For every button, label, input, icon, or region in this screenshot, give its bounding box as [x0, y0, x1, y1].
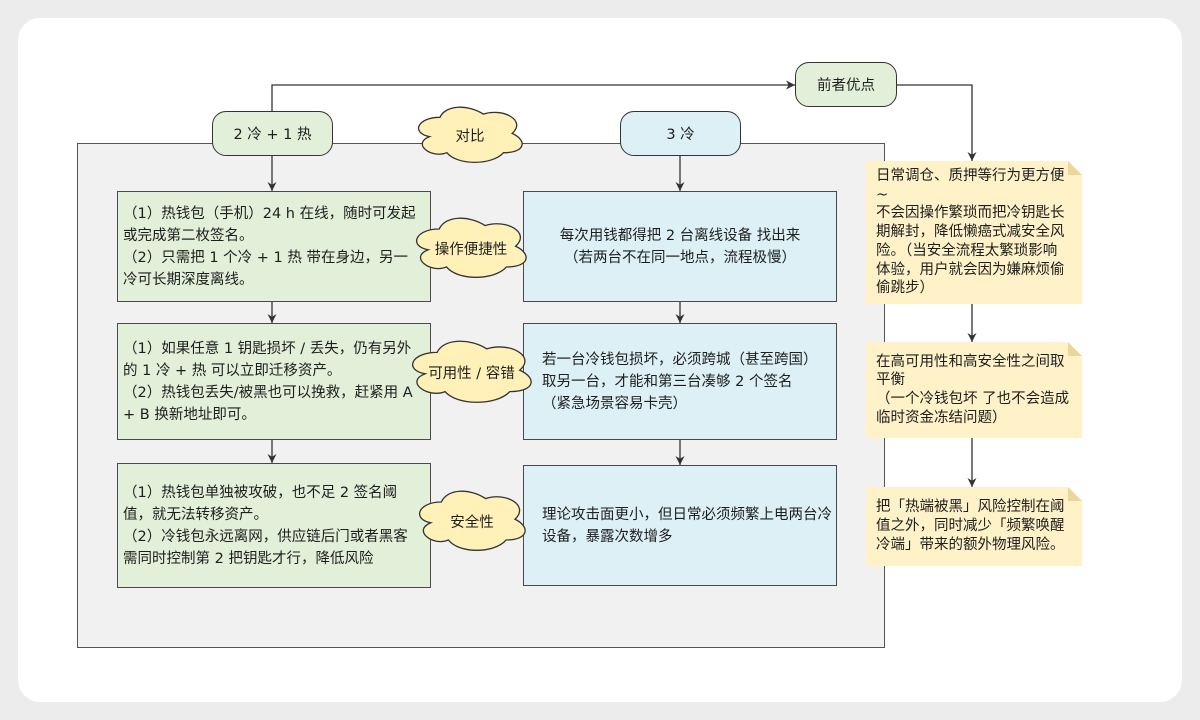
- scheme-b-box-availability: 若一台冷钱包损坏，必须跨城（甚至跨国） 取另一台，才能和第三台凑够 2 个签名 …: [523, 323, 837, 440]
- advantage-note-security: 把「热端被黑」风险控制在阈 值之外，同时减少「频繁唤醒 冷端」带来的额外物理风险…: [866, 487, 1082, 566]
- aspect-cloud-convenience: 操作便捷性: [416, 218, 526, 278]
- scheme-a-box-convenience: （1）热钱包（手机）24 h 在线，随时可发起 或完成第二枚签名。 （2）只需把…: [117, 191, 431, 302]
- aspect-cloud-security: 安全性: [419, 491, 525, 551]
- scheme-a-text-availability: （1）如果任意 1 钥匙损坏 / 丢失，仍有另外 的 1 冷 + 热 可以立即迁…: [123, 340, 413, 423]
- scheme-b-header: 3 冷: [620, 111, 741, 156]
- advantages-header: 前者优点: [795, 62, 897, 107]
- scheme-a-box-security: （1）热钱包单独被攻破，也不足 2 签名阈 值，就无法转移资产。 （2）冷钱包永…: [117, 463, 431, 588]
- aspect-cloud-availability: 可用性 / 容错: [412, 341, 531, 403]
- cloud-shape: [418, 107, 522, 163]
- advantage-note-convenience: 日常调仓、质押等行为更方便 ~ 不会因操作繁琐而把冷钥匙长 期解封，降低懒癌式减…: [866, 161, 1082, 304]
- scheme-b-text-convenience: 每次用钱都得把 2 台离线设备 找出来 （若两台不在同一地点，流程极慢）: [559, 227, 801, 266]
- advantage-note-text-availability: 在高可用性和高安全性之间取 平衡 （一个冷钱包坏 了也不会造成 临时资金冻结问题…: [876, 353, 1070, 426]
- scheme-b-box-security: 理论攻击面更小，但日常必须频繁上电两台冷 设备，暴露次数增多: [523, 465, 837, 586]
- compare-cloud: 对比: [418, 107, 522, 163]
- advantage-note-text-convenience: 日常调仓、质押等行为更方便 ~ 不会因操作繁琐而把冷钥匙长 期解封，降低懒癌式减…: [876, 168, 1065, 297]
- cloud-shape: [412, 341, 531, 403]
- scheme-b-text-security: 理论攻击面更小，但日常必须频繁上电两台冷 设备，暴露次数增多: [542, 506, 832, 545]
- cloud-shape: [419, 491, 525, 551]
- aspect-label-availability: 可用性 / 容错: [428, 365, 515, 382]
- scheme-a-header-label: 2 冷 + 1 热: [233, 127, 312, 143]
- aspect-label-security: 安全性: [450, 514, 494, 531]
- scheme-b-header-label: 3 冷: [666, 127, 695, 143]
- advantages-header-label: 前者优点: [817, 78, 875, 94]
- scheme-a-header: 2 冷 + 1 热: [212, 111, 333, 156]
- scheme-a-text-security: （1）热钱包单独被攻破，也不足 2 签名阈 值，就无法转移资产。 （2）冷钱包永…: [123, 484, 408, 567]
- advantage-note-availability: 在高可用性和高安全性之间取 平衡 （一个冷钱包坏 了也不会造成 临时资金冻结问题…: [866, 342, 1082, 438]
- scheme-b-text-availability: 若一台冷钱包损坏，必须跨城（甚至跨国） 取另一台，才能和第三台凑够 2 个签名 …: [542, 351, 818, 412]
- scheme-b-box-convenience: 每次用钱都得把 2 台离线设备 找出来 （若两台不在同一地点，流程极慢）: [523, 191, 837, 302]
- compare-label: 对比: [455, 128, 485, 145]
- scheme-a-text-convenience: （1）热钱包（手机）24 h 在线，随时可发起 或完成第二枚签名。 （2）只需把…: [123, 205, 416, 288]
- aspect-label-convenience: 操作便捷性: [434, 241, 508, 258]
- scheme-a-box-availability: （1）如果任意 1 钥匙损坏 / 丢失，仍有另外 的 1 冷 + 热 可以立即迁…: [117, 323, 431, 440]
- advantage-note-text-security: 把「热端被黑」风险控制在阈 值之外，同时减少「频繁唤醒 冷端」带来的额外物理风险…: [876, 499, 1065, 553]
- cloud-shape: [416, 218, 526, 278]
